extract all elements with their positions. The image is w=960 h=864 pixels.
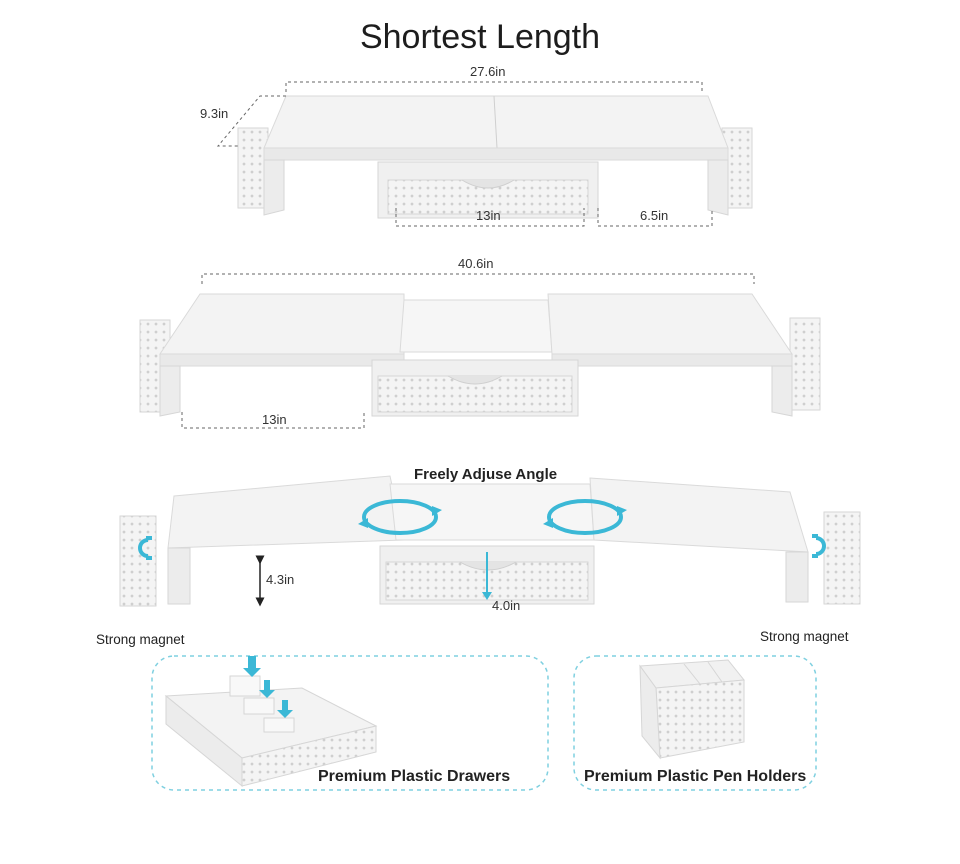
drawers-caption: Premium Plastic Drawers (318, 768, 511, 785)
pen-holder-illustration (639, 659, 745, 760)
pen-holder-right (823, 511, 861, 605)
dim-top-drawer: 13in (476, 208, 501, 223)
down-arrow-icon (243, 656, 261, 677)
drawer-tray-illustration (164, 656, 378, 788)
magnet-icon (138, 536, 152, 560)
rotate-arrows-icon (358, 499, 442, 535)
down-arrow-icon (277, 700, 293, 718)
dim-top-gap: 6.5in (640, 208, 669, 223)
angle-label: Freely Adjuse Angle (414, 466, 558, 483)
magnet-label-left: Strong magnet (96, 632, 185, 647)
dim-drawer-height: 4.0in (492, 598, 521, 613)
dim-height: 4.3in (266, 572, 295, 587)
drawers-box (151, 655, 549, 791)
dim-mid-shelf: 13in (262, 412, 287, 427)
page-title: Shortest Length (359, 18, 601, 56)
stand-angled (119, 475, 861, 607)
pen-holders-caption: Premium Plastic Pen Holders (584, 768, 807, 785)
pen-holder-left (237, 127, 269, 209)
magnet-label-right: Strong magnet (760, 629, 849, 644)
pen-holder-left (119, 515, 157, 607)
stand-shortest (216, 81, 753, 227)
dim-top-depth: 9.3in (200, 106, 229, 121)
stand-extended (139, 273, 821, 429)
pen-holders-box (573, 655, 817, 791)
dim-top-width: 27.6in (470, 64, 506, 79)
down-arrow-icon (259, 680, 275, 698)
dim-mid-width: 40.6in (458, 256, 494, 271)
pen-holder-right (789, 317, 821, 411)
rotate-arrows-icon (543, 499, 627, 535)
magnet-icon (812, 534, 826, 558)
